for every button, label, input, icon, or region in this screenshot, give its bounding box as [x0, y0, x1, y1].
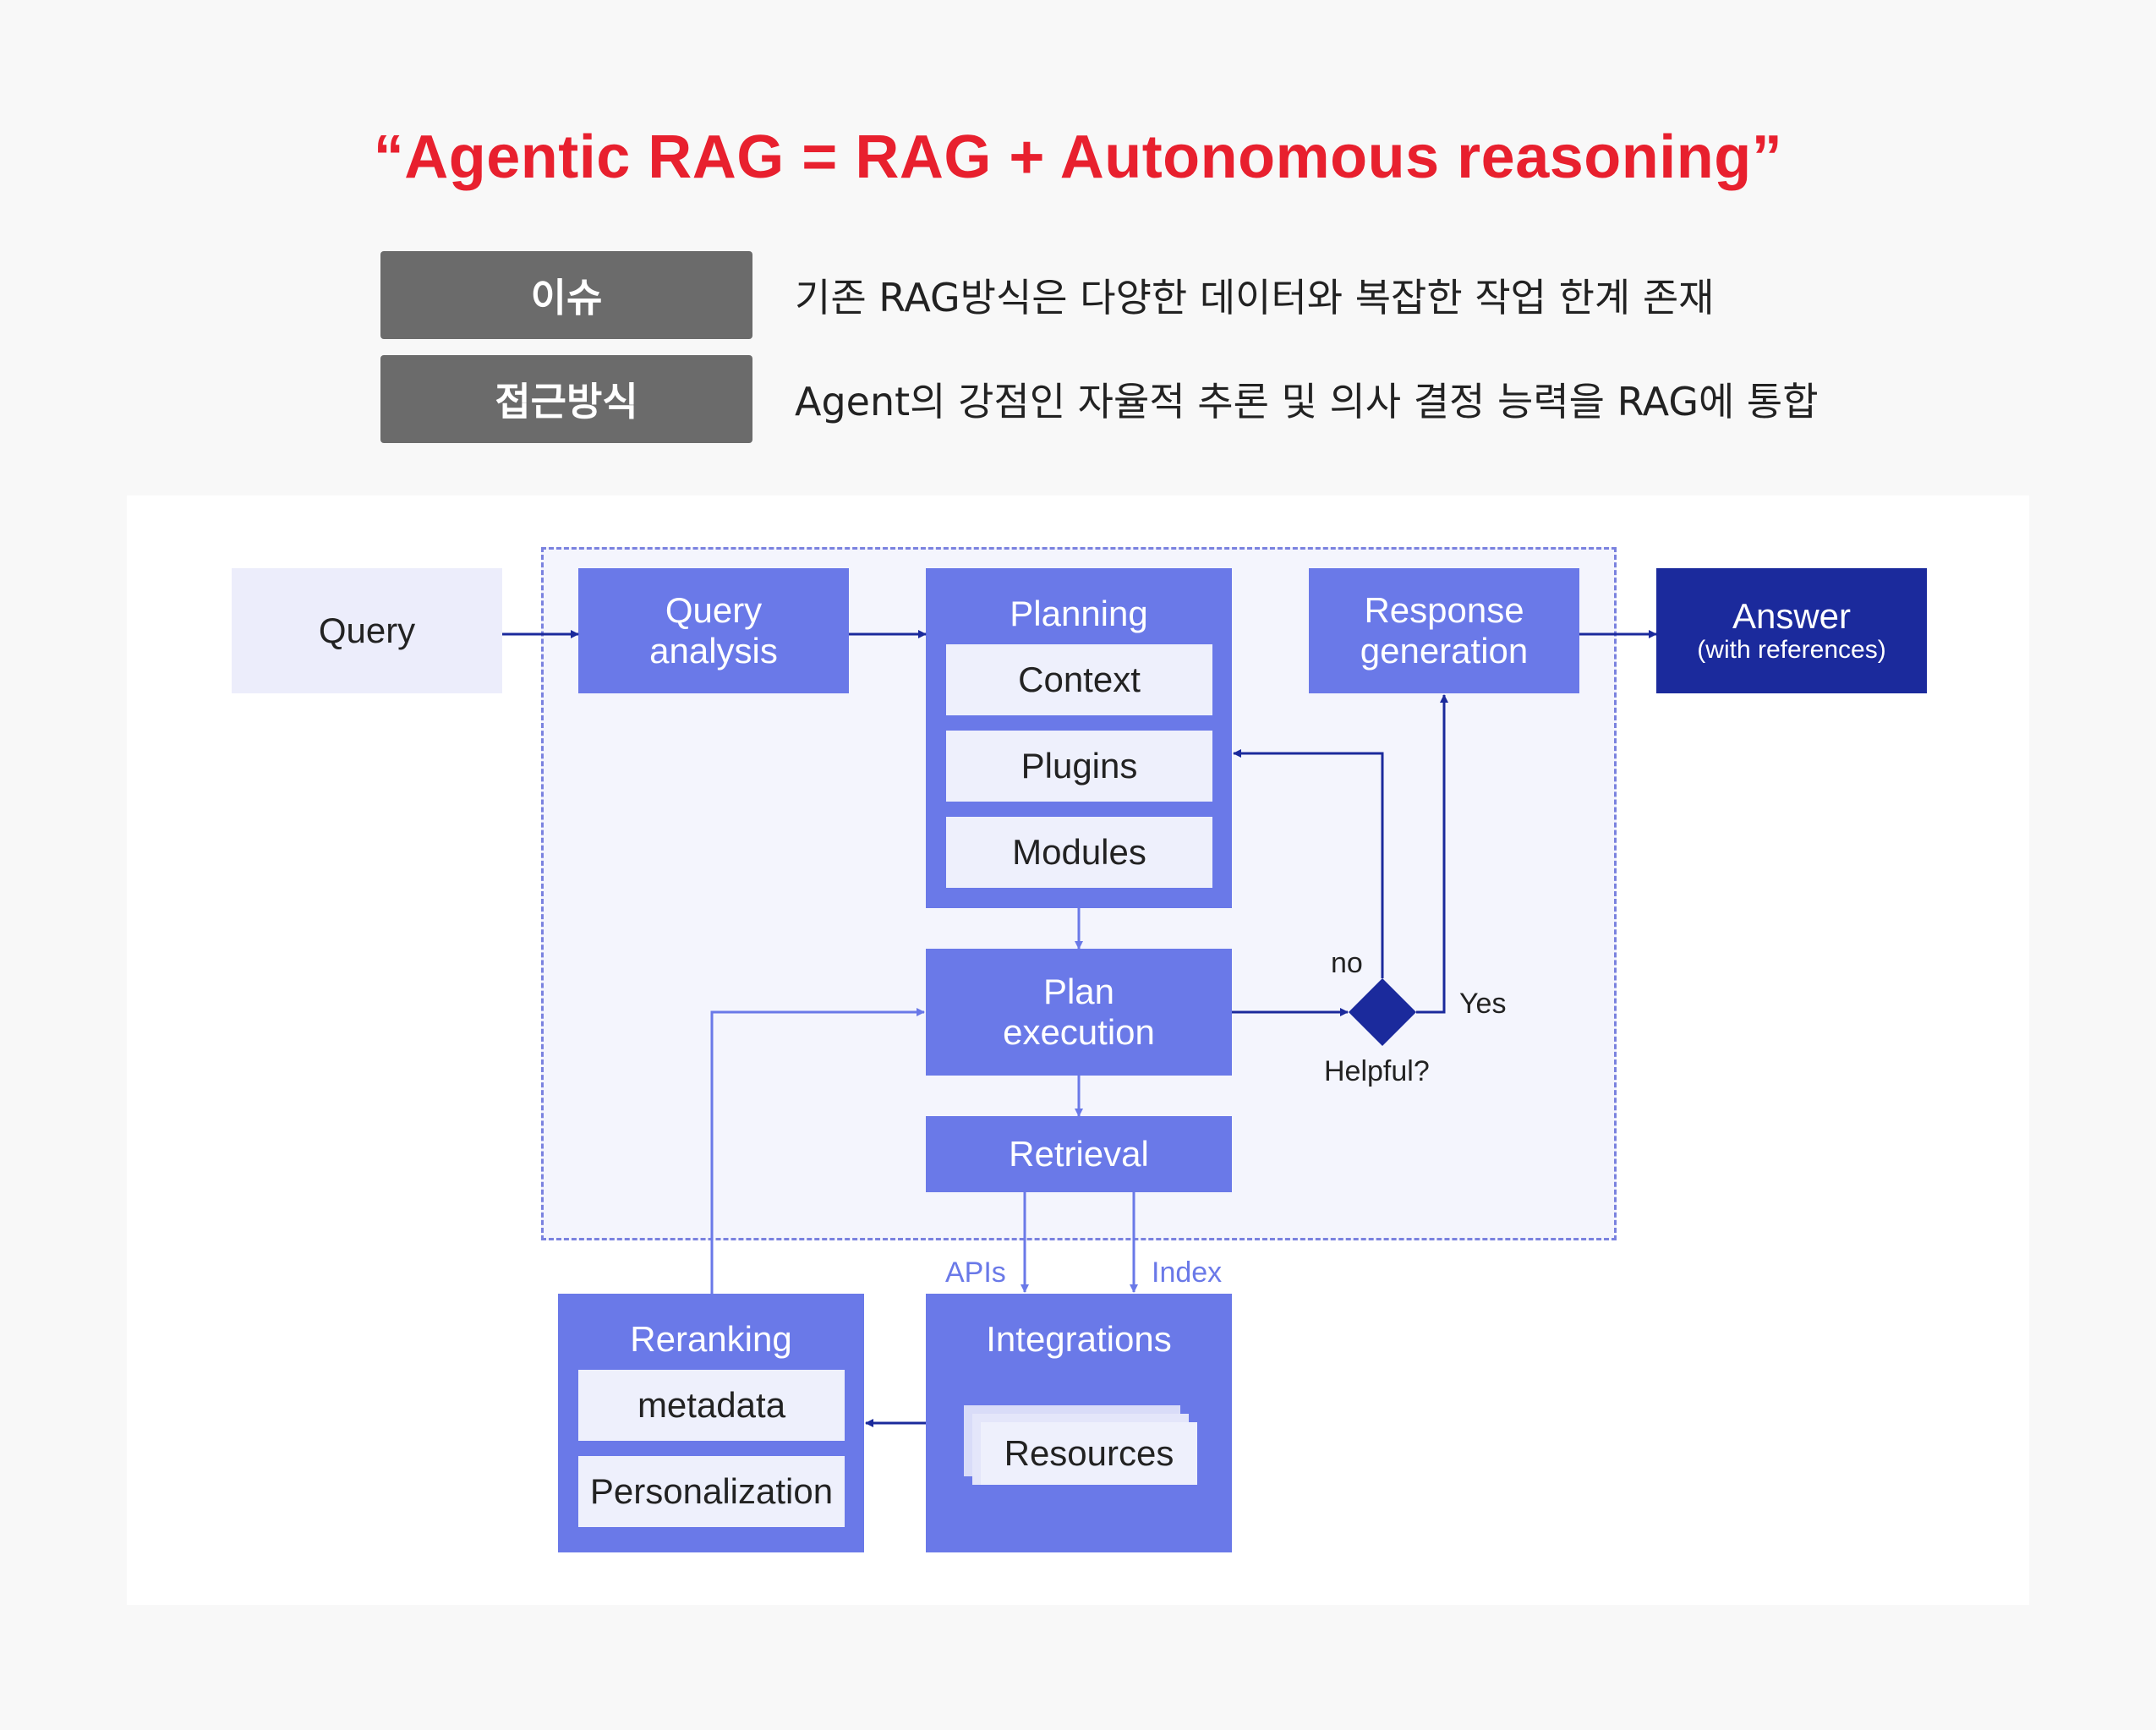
plan-execution-node: Plan execution — [926, 949, 1232, 1076]
integrations-title: Integrations — [986, 1319, 1172, 1359]
decision-yes-label: Yes — [1459, 988, 1507, 1020]
query-label: Query — [318, 610, 416, 650]
planning-item-modules: Modules — [946, 817, 1212, 888]
issue-text: 기존 RAG방식은 다양한 데이터와 복잡한 작업 한계 존재 — [795, 275, 1715, 320]
reranking-item-personalization: Personalization — [578, 1456, 845, 1527]
answer-title: Answer — [1732, 596, 1852, 636]
arrow-decision-yes-to-response — [1416, 694, 1448, 1014]
plan-execution-label: Plan execution — [1003, 972, 1155, 1052]
query-node: Query — [232, 568, 502, 693]
decision-helpful-label: Helpful? — [1324, 1055, 1430, 1087]
edge-apis-label: APIs — [945, 1256, 1006, 1289]
reranking-title: Reranking — [630, 1319, 792, 1359]
approach-text: Agent의 강점인 자율적 추론 및 의사 결정 능력을 RAG에 통합 — [795, 379, 1819, 424]
resources-card: Resources — [981, 1422, 1197, 1485]
arrow-decision-no-to-planning — [1233, 749, 1384, 978]
arrow-reranking-to-execution — [710, 1008, 925, 1294]
planning-item-context: Context — [946, 644, 1212, 715]
planning-item-plugins: Plugins — [946, 731, 1212, 802]
decision-diamond — [1349, 978, 1416, 1046]
issue-label: 이슈 — [380, 251, 752, 339]
retrieval-label: Retrieval — [1009, 1134, 1149, 1174]
approach-label: 접근방식 — [380, 355, 752, 443]
query-analysis-node: Query analysis — [578, 568, 849, 693]
planning-title: Planning — [1010, 594, 1148, 633]
query-analysis-label: Query analysis — [649, 590, 778, 671]
answer-node: Answer (with references) — [1656, 568, 1927, 693]
edge-index-label: Index — [1152, 1256, 1223, 1289]
response-generation-node: Response generation — [1309, 568, 1579, 693]
decision-no-label: no — [1331, 947, 1363, 979]
response-generation-label: Response generation — [1360, 590, 1529, 671]
page-title: “Agentic RAG = RAG + Autonomous reasonin… — [373, 123, 1783, 191]
reranking-item-metadata: metadata — [578, 1370, 845, 1441]
retrieval-node: Retrieval — [926, 1116, 1232, 1192]
answer-subtitle: (with references) — [1697, 636, 1886, 664]
